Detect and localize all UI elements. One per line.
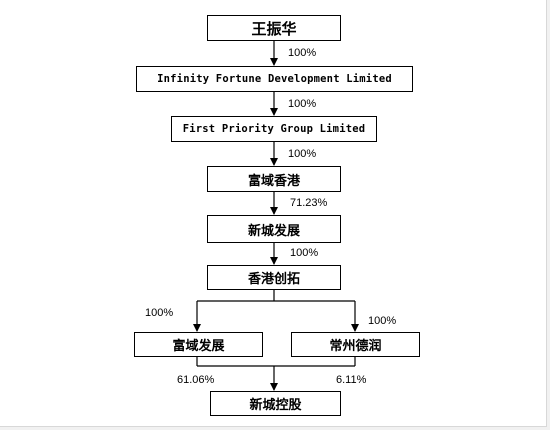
node-infinity-fortune: Infinity Fortune Development Limited: [136, 66, 413, 92]
node-fuyu-dev: 富域发展: [134, 332, 263, 357]
pct-first-fuyu-hk: 100%: [288, 148, 317, 160]
node-xincheng-holdings: 新城控股: [210, 391, 341, 416]
pct-fuyu-dev-holdings: 61.06%: [177, 374, 215, 386]
pct-fuyu-hk-xincheng-dev: 71.23%: [290, 197, 328, 209]
pct-infinity-first: 100%: [288, 98, 317, 110]
node-fuyu-hk: 富域香港: [207, 166, 341, 192]
node-wang-zhenhua: 王振华: [207, 15, 341, 41]
pct-chuangtuo-changzhou: 100%: [368, 315, 397, 327]
node-xincheng-dev: 新城发展: [207, 215, 341, 243]
pct-xincheng-dev-chuangtuo: 100%: [290, 247, 319, 259]
node-hk-chuangtuo: 香港创拓: [207, 265, 341, 290]
pct-chuangtuo-fuyu-dev: 100%: [145, 307, 174, 319]
node-changzhou-derun: 常州德润: [291, 332, 420, 357]
pct-changzhou-holdings: 6.11%: [336, 374, 367, 386]
pct-wang-infinity: 100%: [288, 47, 317, 59]
node-first-priority: First Priority Group Limited: [171, 116, 377, 142]
